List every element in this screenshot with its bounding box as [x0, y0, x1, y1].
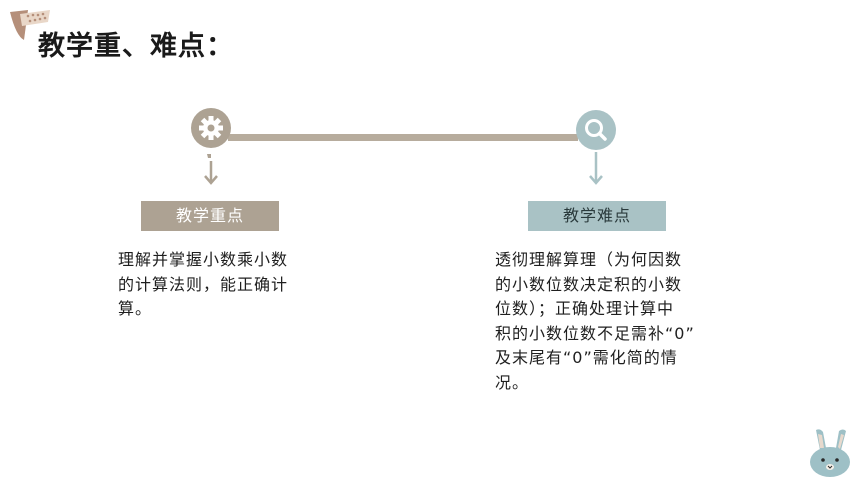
rabbit-mascot-icon: [806, 428, 854, 478]
arrow-down-icon: [201, 152, 221, 190]
magnifier-icon: [576, 110, 616, 150]
difficult-point-node: [576, 110, 616, 150]
difficult-point-badge: 教学难点: [528, 201, 666, 231]
key-point-node: [191, 108, 231, 148]
corner-ribbon-icon: [6, 6, 52, 46]
page-title: 教学重、难点：: [38, 31, 234, 62]
arrow-down-icon: [588, 150, 608, 190]
timeline-line: [228, 134, 578, 141]
key-point-text: 理解并掌握小数乘小数 的计算法则，能正确计 算。: [118, 250, 289, 318]
key-point-badge: 教学重点: [141, 201, 279, 231]
difficult-point-text: 透彻理解算理（为何因数 的小数位数决定积的小数 位数）；正确处理计算中 积的小数…: [495, 250, 695, 392]
gear-icon: [191, 108, 231, 148]
